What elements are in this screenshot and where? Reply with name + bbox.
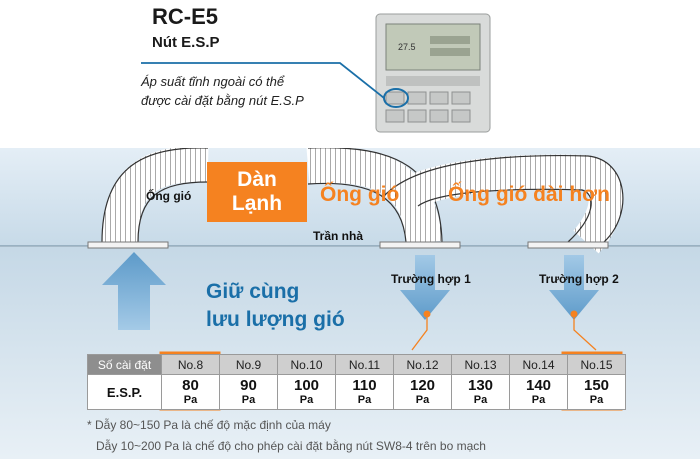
setting-no: No.11 <box>335 354 394 375</box>
esp-settings-table: Số cài đặt No.8 No.9 No.10 No.11 No.12 N… <box>87 354 626 410</box>
indoor-unit: Dàn Lạnh <box>207 162 307 222</box>
setting-no: No.8 <box>161 354 220 375</box>
duct-left <box>101 145 209 243</box>
footnote-line2: Dẫy 10~200 Pa là chế độ cho phép cài đặt… <box>96 439 486 453</box>
airflow-arrow-icon <box>102 252 166 330</box>
table-header-row: Số cài đặt No.8 No.9 No.10 No.11 No.12 N… <box>87 354 626 375</box>
row-header-esp: E.S.P. <box>87 374 162 410</box>
ceiling-label: Trần nhà <box>313 229 364 243</box>
svg-text:27.5: 27.5 <box>398 42 416 52</box>
footnote-line1: * Dẫy 80~150 Pa là chế độ mặc định của m… <box>87 418 331 432</box>
airflow-arrow-icon <box>549 255 599 320</box>
setting-no: No.12 <box>393 354 452 375</box>
case-1-label: Trường hợp 1 <box>391 272 471 286</box>
remote-model: RC-E5 <box>152 4 219 29</box>
remote-control-icon: 27.5 <box>375 13 491 133</box>
duct-long <box>383 154 624 254</box>
keep-airflow-line2: lưu lượng gió <box>206 308 345 331</box>
indoor-unit-label-line2: Lạnh <box>231 192 283 215</box>
setting-no: No.9 <box>219 354 278 375</box>
keep-airflow-line1: Giữ cùng <box>206 280 300 303</box>
diffuser-left <box>87 241 169 249</box>
diffuser-right <box>527 241 609 249</box>
diffuser-middle <box>379 241 461 249</box>
indoor-unit-label-line1: Dàn <box>237 168 277 191</box>
setting-no: No.14 <box>509 354 568 375</box>
airflow-arrow-icon <box>400 255 450 320</box>
duct-long-label: Ống gió dài hơn <box>448 183 610 206</box>
remote-description-line2: được cài đặt bằng nút E.S.P <box>141 93 304 108</box>
row-header-setting: Số cài đặt <box>87 354 162 375</box>
duct-left-label: Ống gió <box>146 189 192 203</box>
case-2-label: Trường hợp 2 <box>539 272 619 286</box>
setting-no: No.15 <box>567 354 626 375</box>
duct-middle-label: Ống gió <box>320 183 400 206</box>
leader-line <box>141 62 385 99</box>
esp-button-title: Nút E.S.P <box>152 34 220 51</box>
setting-no: No.10 <box>277 354 336 375</box>
setting-no: No.13 <box>451 354 510 375</box>
remote-description-line1: Áp suất tĩnh ngoài có thể <box>141 74 285 89</box>
